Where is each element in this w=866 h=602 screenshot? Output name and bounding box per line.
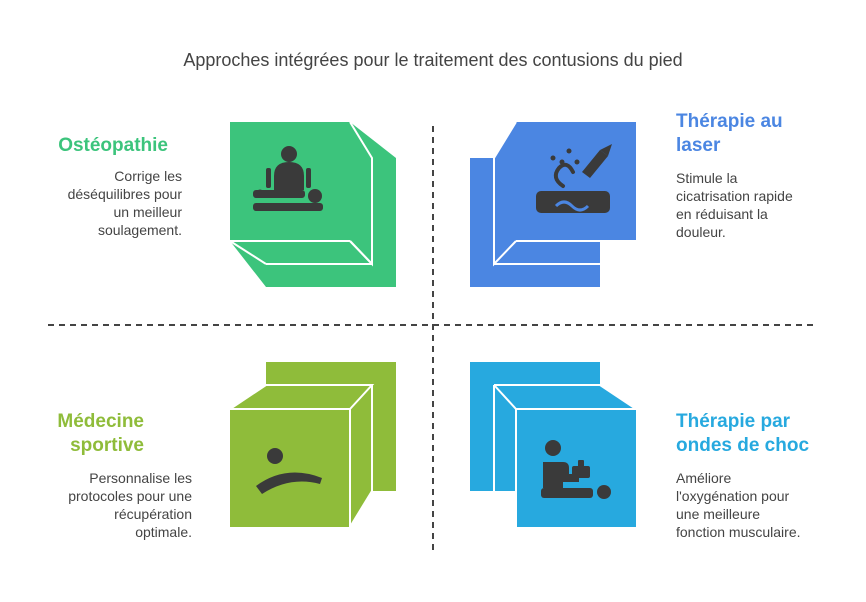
sports-medicine-cube	[229, 362, 396, 528]
stretching-person-icon	[256, 448, 322, 494]
laser-title: Thérapie au laser	[676, 111, 783, 156]
osteopathy-cube	[229, 121, 396, 287]
shockwave-therapy-icon	[541, 440, 611, 499]
laser-description: Stimule la cicatrisation rapide en rédui…	[676, 170, 793, 240]
shockwave-description: Améliore l'oxygénation pour une meilleur…	[676, 470, 801, 540]
sports-medicine-title: Médecine sportive	[57, 411, 144, 456]
osteopathy-description: Corrige les déséquilibres pour un meille…	[67, 168, 182, 238]
laser-pen-icon	[536, 144, 612, 213]
osteopathy-title: Ostéopathie	[58, 135, 168, 156]
osteopathy-massage-icon	[253, 146, 323, 211]
sports-medicine-description: Personnalise les protocoles pour une réc…	[68, 470, 192, 540]
page-title: Approches intégrées pour le traitement d…	[183, 50, 683, 70]
shockwave-title: Thérapie par ondes de choc	[676, 411, 810, 456]
